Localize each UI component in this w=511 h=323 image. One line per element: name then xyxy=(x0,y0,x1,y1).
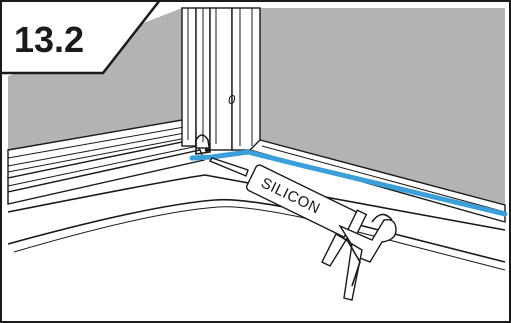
step-number: 13.2 xyxy=(14,19,84,60)
profile-mark: 0 xyxy=(228,92,236,107)
vertical-profile: 0 xyxy=(182,8,260,154)
